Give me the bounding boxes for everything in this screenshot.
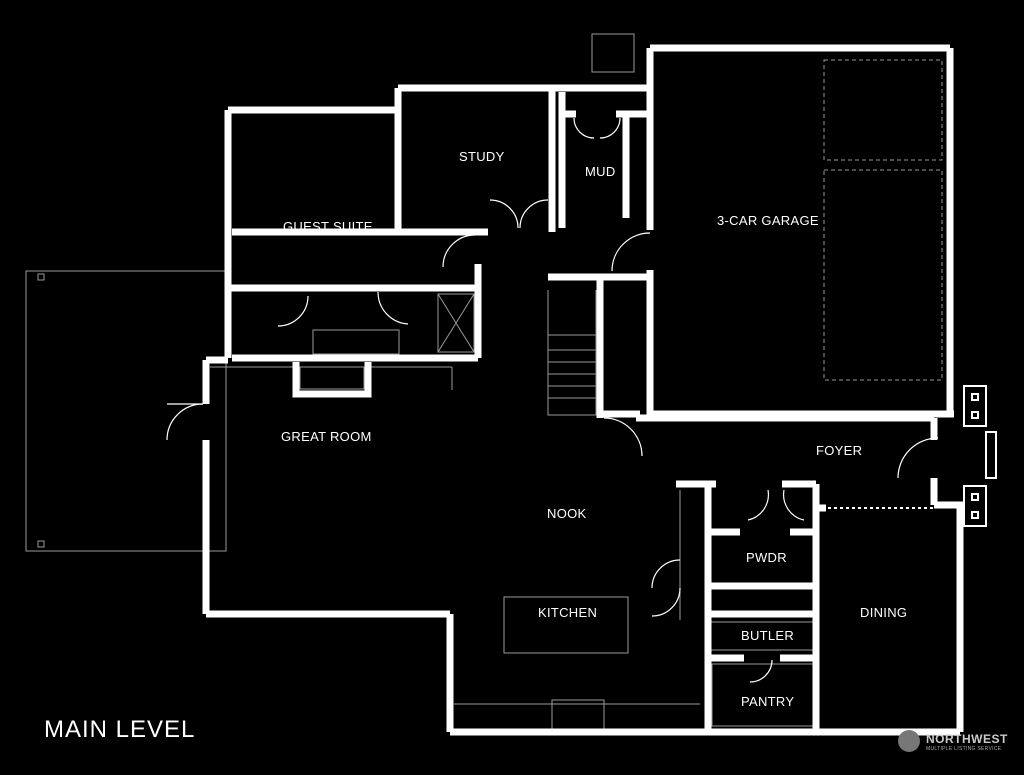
fireplace <box>299 366 365 390</box>
watermark-subtitle: MULTIPLE LISTING SERVICE <box>926 746 1002 752</box>
room-label-pantry: PANTRY <box>741 694 795 709</box>
room-label-nook: NOOK <box>547 506 587 521</box>
room-label-kitchen: KITCHEN <box>538 605 598 620</box>
level-title: MAIN LEVEL <box>44 716 196 743</box>
room-label-pwdr: PWDR <box>746 550 787 565</box>
room-label-mud: MUD <box>585 164 616 179</box>
shower <box>437 293 475 353</box>
walls <box>202 44 964 736</box>
room-label-guest-suite: GUEST SUITE <box>283 219 373 234</box>
watermark-name: NORTHWEST <box>926 732 1008 746</box>
room-label-dining: DINING <box>860 605 908 620</box>
room-label-butler: BUTLER <box>741 628 795 643</box>
garage-door-upper <box>823 59 943 161</box>
wine-cellar <box>551 699 605 733</box>
nwmls-logo-icon <box>898 730 920 752</box>
patio <box>25 270 227 552</box>
room-label-foyer: FOYER <box>816 443 863 458</box>
thin-fixtures <box>25 33 943 733</box>
porch-posts <box>963 385 997 527</box>
room-label-great-room: GREAT ROOM <box>281 429 372 444</box>
kitchen-island <box>503 596 629 654</box>
stairs <box>547 290 597 416</box>
room-label-garage: 3-CAR GARAGE <box>717 213 819 228</box>
room-label-study: STUDY <box>459 149 505 164</box>
door-swings <box>166 117 939 683</box>
chimney <box>591 33 635 73</box>
vanity <box>312 329 400 355</box>
garage-door-lower <box>823 169 943 381</box>
